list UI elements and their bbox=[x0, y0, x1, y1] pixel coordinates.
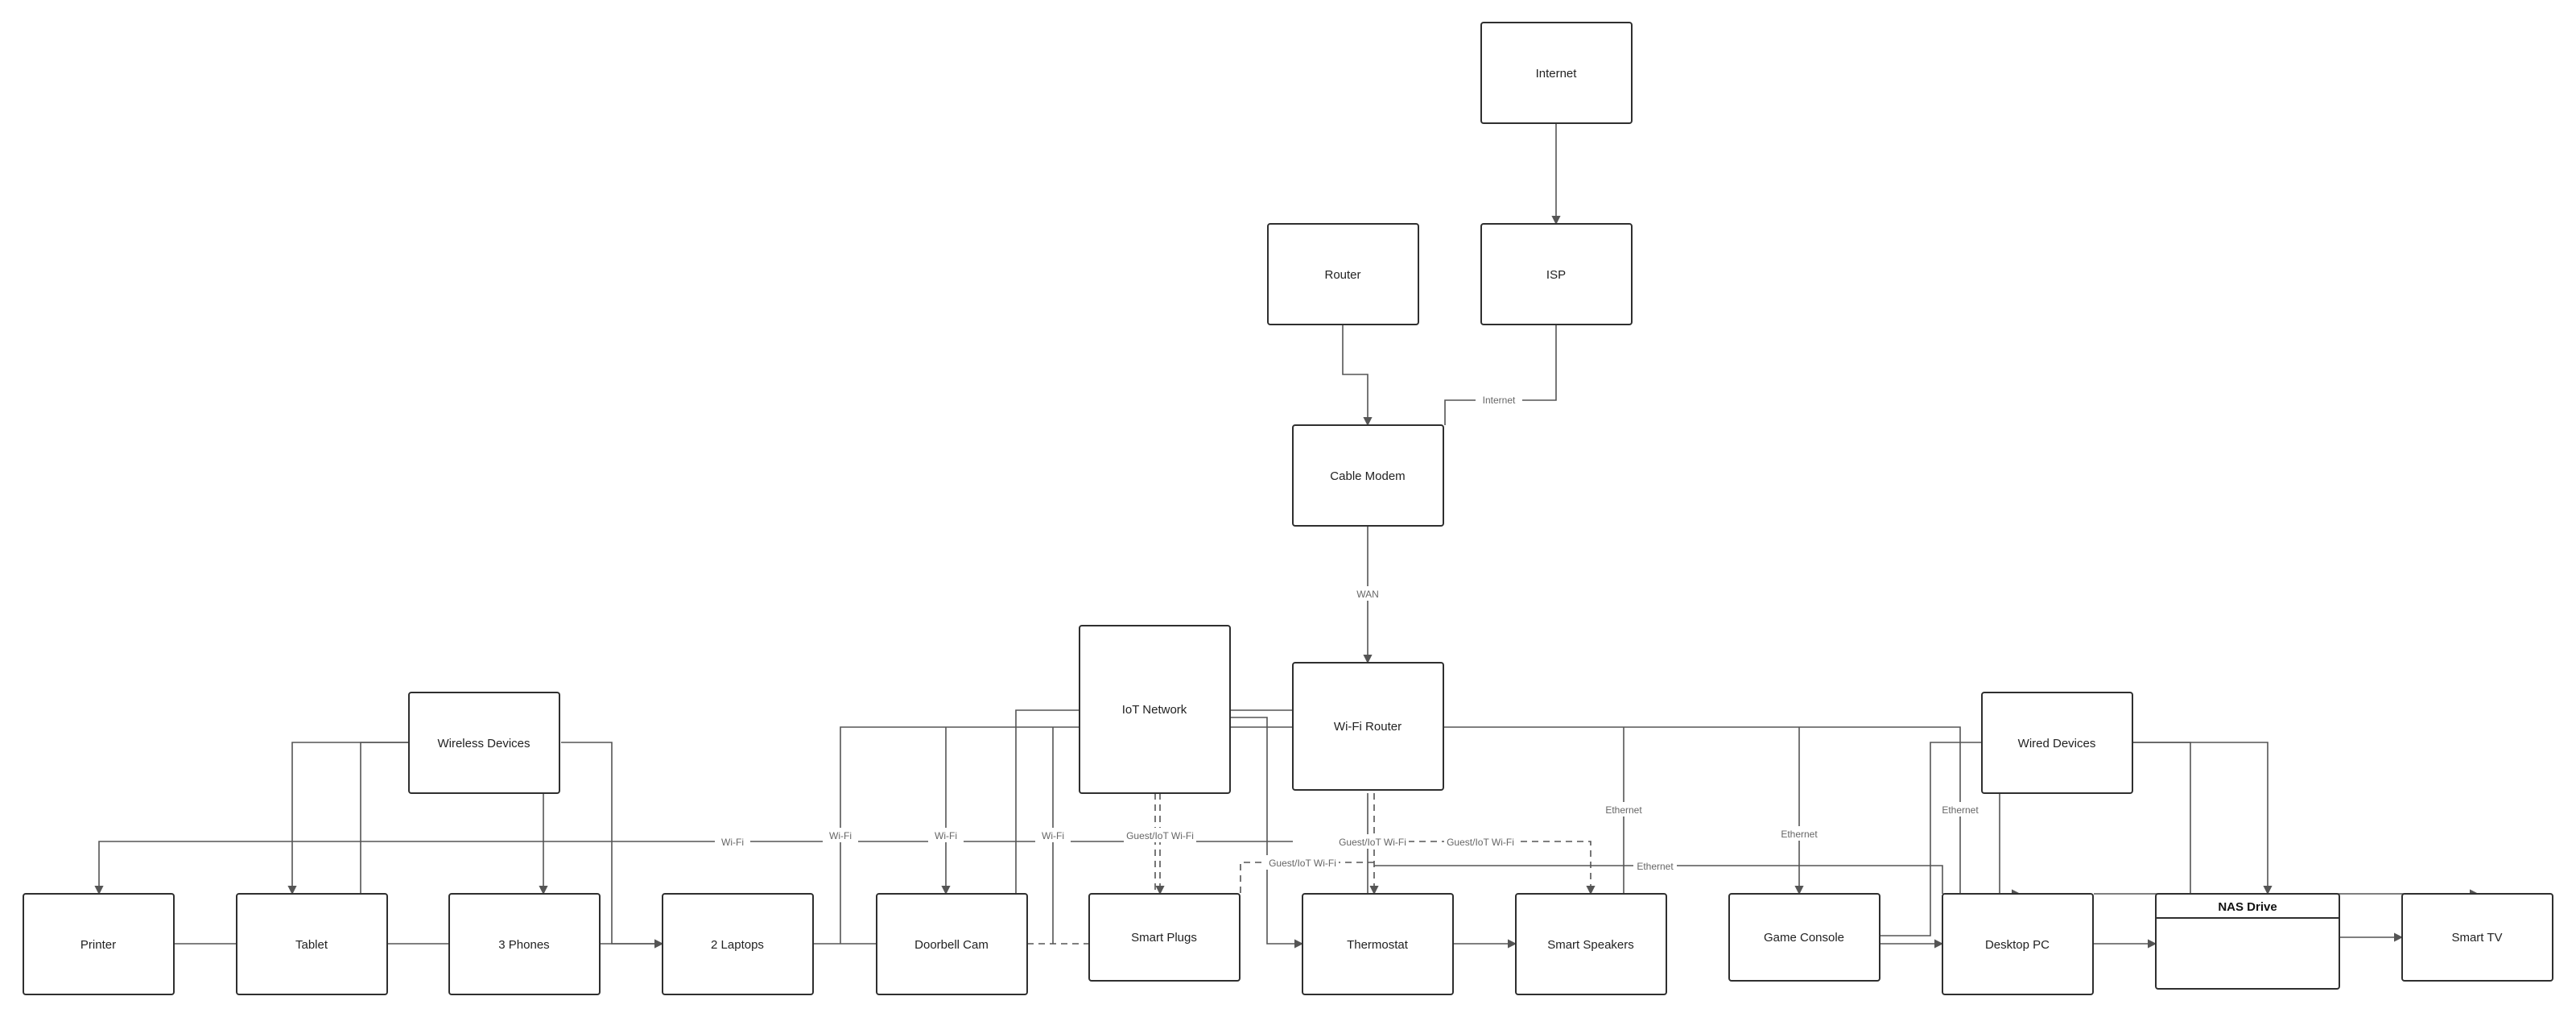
node-label-internet: Internet bbox=[1536, 67, 1578, 81]
node-label-desktop-pc: Desktop PC bbox=[1985, 938, 2050, 952]
edge-label-bg bbox=[1602, 802, 1645, 816]
node-label-wireless-devices: Wireless Devices bbox=[437, 737, 530, 750]
node-tablet[interactable]: Tablet bbox=[236, 893, 388, 995]
edge-label-wifi-doorbell: Wi-Fi bbox=[935, 830, 957, 841]
edge-iot-doorbell bbox=[1015, 709, 1080, 894]
node-smart-tv[interactable]: Smart TV bbox=[2401, 893, 2553, 982]
node-label-laptops: 2 Laptops bbox=[711, 938, 764, 952]
edge-label-bg bbox=[1336, 834, 1409, 849]
edge-label-bg bbox=[1633, 858, 1677, 873]
node-label-smart-tv: Smart TV bbox=[2451, 931, 2502, 945]
node-phones[interactable]: 3 Phones bbox=[448, 893, 601, 995]
edge-wired-console bbox=[1880, 742, 1982, 936]
node-iot-network[interactable]: IoT Network bbox=[1079, 625, 1231, 794]
node-label-smart-plugs: Smart Plugs bbox=[1131, 931, 1197, 945]
edge-wifi-bus-right bbox=[1443, 726, 1961, 894]
edge-label-ethernet-console: Ethernet bbox=[1781, 829, 1818, 840]
edge-label-internet: Internet bbox=[1483, 395, 1516, 406]
node-doorbell-cam[interactable]: Doorbell Cam bbox=[876, 893, 1028, 995]
node-label-phones: 3 Phones bbox=[498, 938, 549, 952]
node-label-cable-modem: Cable Modem bbox=[1330, 469, 1405, 483]
edge-label-ethernet-desktop: Ethernet bbox=[1942, 804, 1979, 816]
edge-isp-modem bbox=[1444, 325, 1557, 425]
edge-wired-desktop bbox=[1999, 793, 2021, 899]
edge-label-bg bbox=[1938, 802, 1982, 816]
edge-label-wifi-laptops: Wi-Fi bbox=[829, 830, 852, 841]
edge-labels: Internet WAN Wi-Fi Wi-Fi Wi-Fi Wi-Fi Gue… bbox=[715, 392, 1982, 873]
edge-wired-nas-a bbox=[2133, 742, 2191, 894]
node-label-nas-drive: NAS Drive bbox=[2218, 900, 2277, 914]
node-router[interactable]: Router bbox=[1267, 223, 1419, 325]
node-label-game-console: Game Console bbox=[1764, 931, 1844, 945]
edge-label-bg bbox=[928, 828, 964, 842]
edge-label-bg bbox=[1124, 828, 1196, 842]
node-label-router: Router bbox=[1324, 268, 1360, 282]
edge-label-bg bbox=[1354, 586, 1381, 601]
edge-label-guest-left: Guest/IoT Wi-Fi bbox=[1269, 858, 1336, 869]
node-wireless-devices[interactable]: Wireless Devices bbox=[408, 692, 560, 794]
edge-label-ethernet-speakers: Ethernet bbox=[1605, 804, 1642, 816]
node-smart-plugs[interactable]: Smart Plugs bbox=[1088, 893, 1241, 982]
node-isp[interactable]: ISP bbox=[1480, 223, 1633, 325]
edge-label-bg bbox=[1035, 828, 1071, 842]
node-laptops[interactable]: 2 Laptops bbox=[662, 893, 814, 995]
node-label-iot-network: IoT Network bbox=[1122, 703, 1187, 717]
edge-wireless-tablet-a bbox=[287, 742, 409, 895]
node-wifi-router[interactable]: Wi-Fi Router bbox=[1292, 662, 1444, 791]
edge-label-bg bbox=[1777, 826, 1821, 841]
node-label-smart-speakers: Smart Speakers bbox=[1547, 938, 1634, 952]
edge-label-bg bbox=[1476, 392, 1522, 407]
edge-wired-nas-b bbox=[2133, 742, 2273, 895]
node-nas-drive[interactable]: NAS Drive bbox=[2155, 893, 2340, 990]
edge-iot-thermostat bbox=[1230, 717, 1304, 949]
node-desktop-pc[interactable]: Desktop PC bbox=[1942, 893, 2094, 995]
edge-label-bg bbox=[1266, 855, 1339, 870]
node-thermostat[interactable]: Thermostat bbox=[1302, 893, 1454, 995]
node-label-thermostat: Thermostat bbox=[1347, 938, 1409, 952]
node-printer[interactable]: Printer bbox=[23, 893, 175, 995]
edge-label-guest-thermostat: Guest/IoT Wi-Fi bbox=[1339, 837, 1406, 848]
node-game-console[interactable]: Game Console bbox=[1728, 893, 1880, 982]
node-label-printer: Printer bbox=[80, 938, 116, 952]
edge-label-wifi-iot: Wi-Fi bbox=[1042, 830, 1064, 841]
edge-label-wifi-printer: Wi-Fi bbox=[721, 837, 744, 848]
edge-label-wan: WAN bbox=[1356, 589, 1379, 600]
node-label-isp: ISP bbox=[1546, 268, 1566, 282]
node-internet[interactable]: Internet bbox=[1480, 22, 1633, 124]
edges bbox=[94, 123, 2479, 949]
node-smart-speakers[interactable]: Smart Speakers bbox=[1515, 893, 1667, 995]
node-wired-devices[interactable]: Wired Devices bbox=[1981, 692, 2133, 794]
edge-label-guest-plugs: Guest/IoT Wi-Fi bbox=[1126, 830, 1194, 841]
edge-wireless-tablet-b bbox=[360, 742, 409, 894]
edge-label-bg bbox=[1444, 834, 1517, 849]
node-label-wired-devices: Wired Devices bbox=[2018, 737, 2096, 750]
nodes: Internet Router ISP Cable Modem IoT Netw… bbox=[23, 22, 2553, 995]
edge-label-ethernet-wide: Ethernet bbox=[1637, 861, 1674, 872]
node-label-wifi-router: Wi-Fi Router bbox=[1334, 720, 1402, 734]
node-label-doorbell-cam: Doorbell Cam bbox=[914, 938, 989, 952]
node-label-tablet: Tablet bbox=[295, 938, 328, 952]
edge-label-bg bbox=[715, 834, 750, 849]
edge-ethernet-wide bbox=[1374, 865, 1943, 894]
edge-label-guest-speakers: Guest/IoT Wi-Fi bbox=[1447, 837, 1514, 848]
edge-label-bg bbox=[823, 828, 858, 842]
edge-router-modem bbox=[1342, 325, 1373, 427]
edge-guest-speakers bbox=[1374, 841, 1596, 895]
edge-wifi-printer bbox=[94, 841, 1293, 895]
node-cable-modem[interactable]: Cable Modem bbox=[1292, 424, 1444, 527]
